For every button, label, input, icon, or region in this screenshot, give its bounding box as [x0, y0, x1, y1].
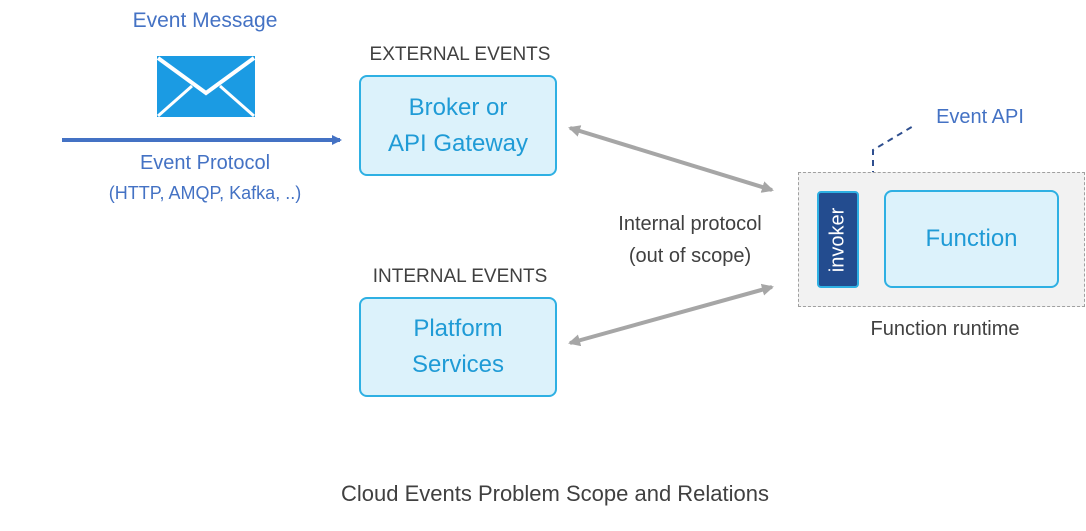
platform-box-line2: Services — [411, 351, 505, 378]
internal-protocol-label: Internal protocol (out of scope) — [585, 208, 795, 272]
event-protocol-label: Event Protocol — [139, 152, 271, 174]
external-events-label: EXTERNAL EVENTS — [369, 44, 551, 65]
platform-services-box: Platform Services — [359, 297, 557, 397]
invoker-box: invoker — [817, 191, 859, 288]
platform-box-line1: Platform — [413, 315, 503, 342]
function-runtime-label: Function runtime — [870, 318, 1020, 340]
event-message-label: Event Message — [132, 9, 278, 32]
function-box: Function — [884, 190, 1059, 288]
event-api-label: Event API — [936, 106, 1024, 128]
broker-box-line1: Broker or — [408, 93, 508, 121]
broker-runtime-arrow — [568, 125, 774, 193]
envelope-icon — [156, 56, 256, 118]
diagram-caption: Cloud Events Problem Scope and Relations — [340, 481, 770, 506]
broker-box-line2: API Gateway — [387, 129, 529, 157]
platform-runtime-arrow — [568, 283, 774, 347]
invoker-label: invoker — [826, 207, 849, 272]
internal-protocol-line1: Internal protocol — [618, 213, 762, 235]
internal-protocol-line2: (out of scope) — [628, 245, 752, 267]
internal-events-label: INTERNAL EVENTS — [372, 266, 548, 287]
event-protocol-subtitle: (HTTP, AMQP, Kafka, ..) — [108, 183, 302, 203]
broker-gateway-box: Broker or API Gateway — [359, 75, 557, 176]
function-label: Function — [925, 225, 1018, 252]
